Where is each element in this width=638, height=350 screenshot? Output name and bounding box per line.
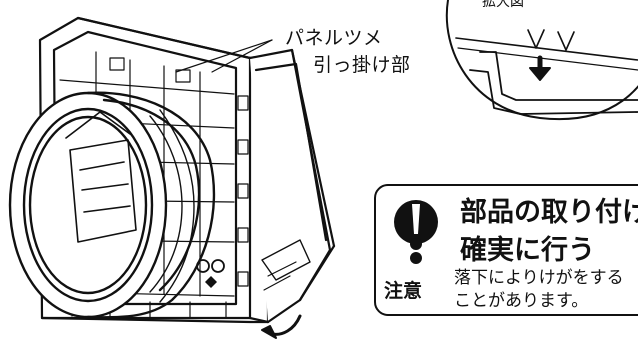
caution-title-line1: 部品の取り付けは [460, 197, 638, 228]
duct-pipe [8, 91, 216, 319]
exclamation-icon [394, 200, 438, 264]
rotation-arrow [261, 314, 302, 339]
caution-body-line1: 落下によりけがをする [454, 268, 624, 288]
zoom-detail [445, 0, 638, 121]
latch-circles [196, 259, 225, 288]
panel-tab-callout-line2: 引っ掛け部 [313, 54, 411, 76]
caution-body-line2: ことがあります。 [454, 291, 589, 311]
caution-label: 注意 [384, 280, 423, 302]
caution-box: 部品の取り付けは 確実に行う 注意 落下によりけがをする ことがあります。 [374, 184, 638, 316]
callout-leaders [175, 39, 273, 73]
caution-title-line2: 確実に行う [460, 235, 595, 266]
cover-panel [248, 48, 336, 324]
zoom-detail-label: 拡大図 [482, 0, 524, 10]
panel-tab-callout-line1: パネルツメ [285, 27, 383, 49]
damper-blades [65, 111, 137, 243]
